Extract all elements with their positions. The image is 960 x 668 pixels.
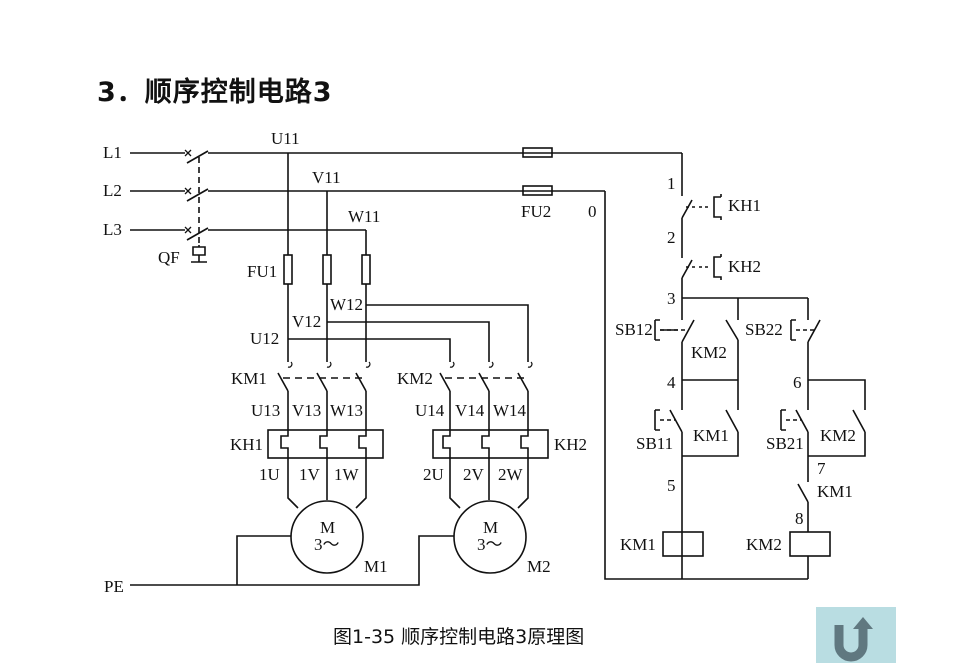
node-5: 5	[667, 476, 676, 495]
label-SB22: SB22	[745, 320, 783, 339]
main-circuit	[130, 153, 549, 586]
node-8: 8	[795, 509, 804, 528]
node-3: 3	[667, 289, 676, 308]
label-1U: 1U	[259, 465, 280, 484]
fu2-fuse-bottom	[522, 185, 553, 196]
label-QF: QF	[158, 248, 180, 267]
label-U14: U14	[415, 401, 445, 420]
label-KH2-ctrl: KH2	[728, 257, 761, 276]
label-KM2-hold: KM2	[820, 426, 856, 445]
label-KM2-interlock: KM2	[691, 343, 727, 362]
label-V12: V12	[292, 312, 321, 331]
label-KM1-seq: KM1	[817, 482, 853, 501]
label-KM1-coil: KM1	[620, 535, 656, 554]
figure-caption: 图1-35 顺序控制电路3原理图	[333, 626, 585, 648]
u-turn-arrow-icon	[834, 617, 873, 662]
label-FU2: FU2	[521, 202, 551, 221]
control-circuit	[604, 153, 866, 580]
label-2V: 2V	[463, 465, 485, 484]
node-7: 7	[817, 459, 826, 478]
node-2: 2	[667, 228, 676, 247]
label-SB12: SB12	[615, 320, 653, 339]
fu2-fuse-top	[522, 147, 553, 158]
label-KM1-hold: KM1	[693, 426, 729, 445]
label-M2: M2	[527, 557, 551, 576]
label-KM1-main: KM1	[231, 369, 267, 388]
label-V13: V13	[292, 401, 321, 420]
label-KH1-main: KH1	[230, 435, 263, 454]
label-KH1-ctrl: KH1	[728, 196, 761, 215]
motor-m2-symbol: M	[483, 518, 498, 537]
node-6: 6	[793, 373, 802, 392]
label-V11: V11	[312, 168, 341, 187]
node-4: 4	[667, 373, 676, 392]
label-FU1: FU1	[247, 262, 277, 281]
label-2U: 2U	[423, 465, 444, 484]
label-KM2-main: KM2	[397, 369, 433, 388]
label-KM2-coil: KM2	[746, 535, 782, 554]
label-SB21: SB21	[766, 434, 804, 453]
label-L1: L1	[103, 143, 122, 162]
label-L3: L3	[103, 220, 122, 239]
label-SB11: SB11	[636, 434, 673, 453]
label-L2: L2	[103, 181, 122, 200]
label-KH2-main: KH2	[554, 435, 587, 454]
slide-title: 3．顺序控制电路3	[97, 77, 333, 108]
label-U11: U11	[271, 129, 300, 148]
motor-m1-symbol: M	[320, 518, 335, 537]
label-node-0: 0	[588, 202, 597, 221]
label-W12: W12	[330, 295, 363, 314]
label-M1: M1	[364, 557, 388, 576]
label-U12: U12	[250, 329, 279, 348]
motor-m2-phase: 3～	[477, 535, 503, 554]
motor-m1-phase: 3～	[314, 535, 340, 554]
label-1V: 1V	[299, 465, 321, 484]
back-button[interactable]	[816, 607, 896, 663]
label-W11: W11	[348, 207, 380, 226]
label-W14: W14	[493, 401, 527, 420]
node-1: 1	[667, 174, 676, 193]
label-U13: U13	[251, 401, 280, 420]
label-W13: W13	[330, 401, 363, 420]
pushbutton-links	[660, 329, 814, 421]
supply-lines	[130, 149, 209, 263]
label-2W: 2W	[498, 465, 524, 484]
label-PE: PE	[104, 577, 124, 596]
label-V14: V14	[455, 401, 485, 420]
label-1W: 1W	[334, 465, 360, 484]
